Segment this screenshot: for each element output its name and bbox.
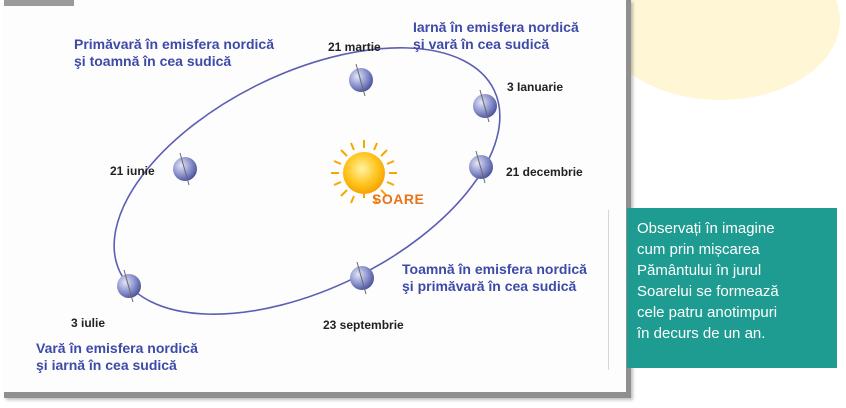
date-january-3: 3 Ianuarie — [507, 80, 564, 94]
label-summer-north: Vară în emisfera nordică şi iarnă în cea… — [36, 340, 198, 374]
note-line-1: Observați în imagine — [637, 220, 775, 237]
date-september-23: 23 septembrie — [323, 318, 404, 332]
frame-top-bar — [4, 0, 74, 6]
label-summer-north-line1: Vară în emisfera nordică — [36, 340, 198, 356]
label-winter-north-line1: Iarnă în emisfera nordică — [413, 19, 579, 35]
earth-june-21 — [173, 152, 197, 186]
earth-december-21 — [469, 150, 493, 184]
date-march-21: 21 martie — [328, 40, 381, 54]
earth-september-23 — [350, 261, 374, 295]
sun-icon — [331, 140, 397, 204]
date-june-21: 21 iunie — [110, 164, 155, 178]
note-line-3: Pământului în jurul — [637, 262, 762, 279]
decorative-yellow-blob — [600, 0, 840, 100]
sun-label: SOARE — [372, 191, 425, 207]
earth-july-3 — [117, 269, 141, 303]
earth-january-3 — [473, 89, 497, 123]
note-line-5: cele patru anotimpuri — [637, 304, 778, 321]
orbit-diagram — [113, 47, 501, 315]
date-december-21: 21 decembrie — [506, 165, 583, 179]
note-line-6: în decurs de un an. — [637, 325, 766, 342]
label-spring-north-line1: Primăvară în emisfera nordică — [74, 36, 274, 52]
label-autumn-north-line2: şi primăvară în cea sudică — [402, 278, 577, 294]
note-line-4: Soarelui se formează — [637, 283, 779, 300]
date-july-3: 3 iulie — [71, 316, 106, 330]
frame-inner-line — [608, 210, 609, 370]
label-summer-north-line2: şi iarnă în cea sudică — [36, 357, 177, 373]
info-note-box: Observați în imagine cum prin mișcarea P… — [627, 208, 837, 368]
label-spring-north: Primăvară în emisfera nordică şi toamnă … — [74, 36, 274, 70]
diagram-frame: Primăvară în emisfera nordică şi toamnă … — [4, 0, 631, 398]
label-winter-north-line2: şi vară în cea sudică — [413, 36, 550, 52]
label-winter-north: Iarnă în emisfera nordică şi vară în cea… — [413, 19, 579, 53]
note-line-2: cum prin mișcarea — [637, 241, 760, 258]
label-spring-north-line2: şi toamnă în cea sudică — [74, 53, 232, 69]
label-autumn-north: Toamnă în emisfera nordică şi primăvară … — [402, 261, 587, 295]
label-autumn-north-line1: Toamnă în emisfera nordică — [402, 261, 587, 277]
earth-march-21 — [349, 63, 373, 97]
